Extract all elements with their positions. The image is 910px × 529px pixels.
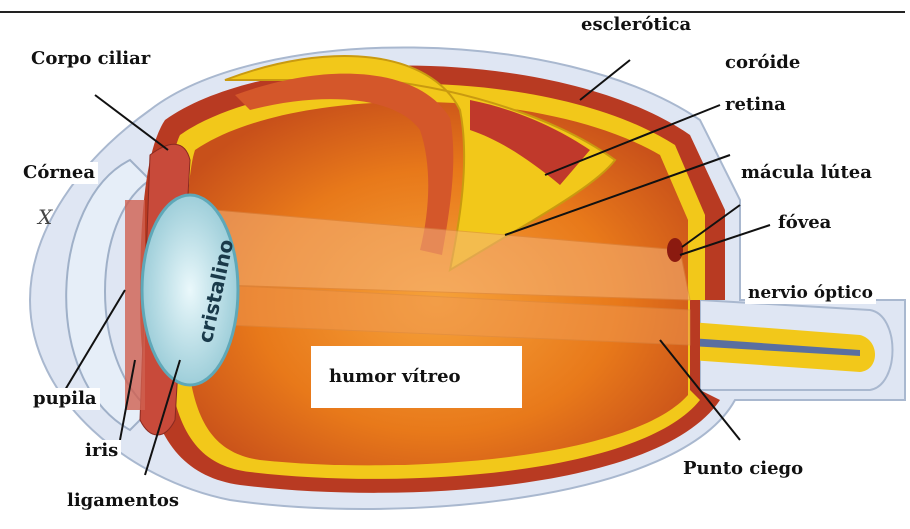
x-mark: X [38, 205, 52, 229]
label-nervio-optico: nervio óptico [745, 282, 876, 304]
label-retina: retina [722, 94, 789, 116]
label-punto-ciego: Punto ciego [680, 458, 806, 480]
label-corpo-ciliar: Corpo ciliar [28, 48, 153, 70]
label-fovea: fóvea [775, 212, 834, 234]
label-humor-vitreo: humor vítreo [311, 346, 522, 408]
fovea-spot [667, 238, 683, 262]
label-esclerotica: esclerótica [578, 14, 694, 36]
label-iris: iris [82, 440, 121, 462]
label-pupila: pupila [30, 388, 100, 410]
label-coroide: coróide [722, 52, 803, 74]
label-ligamentos: ligamentos [64, 490, 182, 512]
label-macula-lutea: mácula lútea [738, 162, 875, 184]
label-cornea: Córnea [20, 162, 98, 184]
